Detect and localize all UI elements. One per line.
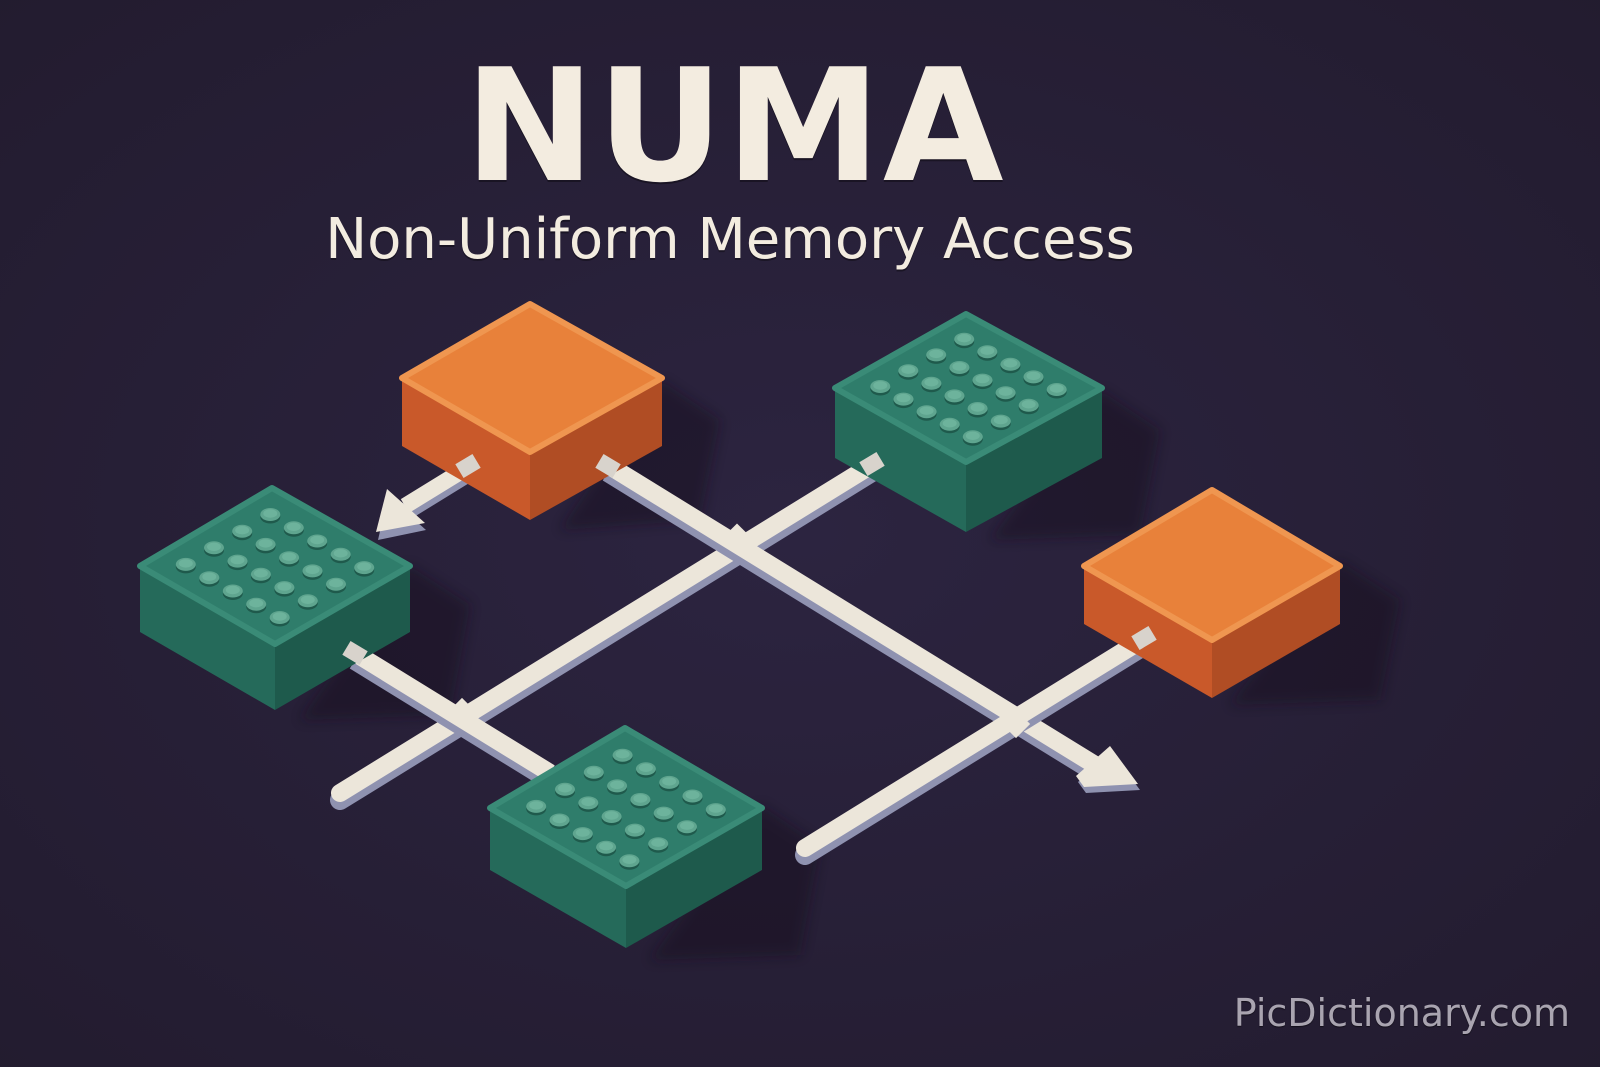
pin-icon bbox=[705, 803, 726, 819]
pin-icon bbox=[995, 386, 1016, 402]
pin-icon bbox=[967, 402, 988, 418]
pin-icon bbox=[648, 837, 669, 853]
pin-icon bbox=[260, 508, 281, 524]
pin-icon bbox=[199, 571, 220, 587]
pin-icon bbox=[954, 332, 975, 349]
pin-icon bbox=[653, 806, 674, 823]
pin-icon bbox=[549, 813, 570, 829]
pin-icon bbox=[572, 827, 593, 843]
pin-icon bbox=[1046, 383, 1067, 399]
connector-ports bbox=[342, 451, 1157, 666]
pin-icon bbox=[279, 551, 300, 567]
pin-icon bbox=[682, 789, 703, 805]
pin-icon bbox=[944, 389, 965, 405]
block-side-right bbox=[1212, 566, 1340, 698]
pin-icon bbox=[227, 554, 248, 571]
pin-icon bbox=[526, 799, 547, 816]
pin-icon bbox=[659, 775, 680, 792]
pin-icon bbox=[630, 793, 651, 809]
block-side-left bbox=[402, 378, 530, 520]
pin-icon bbox=[596, 840, 617, 857]
block-top bbox=[1081, 487, 1343, 643]
pin-icon bbox=[283, 521, 304, 537]
page-title: NUMA bbox=[464, 35, 1006, 217]
pin-icon bbox=[972, 373, 993, 390]
teal-block-bottom bbox=[487, 725, 765, 948]
pin-icon bbox=[870, 380, 891, 396]
block-side-right bbox=[966, 388, 1102, 532]
pin-icon bbox=[921, 376, 942, 393]
watermark: PicDictionary.com bbox=[1233, 991, 1570, 1035]
pin-icon bbox=[269, 611, 290, 627]
pin-icon bbox=[326, 577, 346, 594]
pin-icon bbox=[232, 524, 253, 541]
teal-block-top-right bbox=[832, 311, 1105, 532]
pin-icon bbox=[926, 348, 947, 364]
pin-icon bbox=[893, 392, 914, 409]
teal-block-left bbox=[137, 485, 413, 710]
pin-icon bbox=[307, 534, 328, 550]
pin-icon bbox=[898, 364, 919, 380]
arrowhead-left-face bbox=[376, 489, 425, 532]
pin-icon bbox=[607, 779, 628, 795]
block-side-right bbox=[530, 378, 662, 520]
block-top bbox=[832, 311, 1105, 465]
block-side-left bbox=[140, 566, 275, 710]
orange-block-top-left bbox=[399, 301, 665, 520]
pin-icon bbox=[977, 345, 998, 361]
pin-icon bbox=[677, 820, 697, 836]
pin-icon bbox=[354, 561, 375, 577]
pin-icon bbox=[990, 414, 1011, 431]
block-side-left bbox=[490, 808, 626, 948]
pin-icon bbox=[1000, 357, 1021, 374]
crossing-right bbox=[1001, 709, 1031, 739]
pin-icon bbox=[962, 430, 983, 446]
arrowhead-bottom-right-face bbox=[1076, 746, 1138, 787]
block-top bbox=[487, 725, 765, 889]
pin-icon bbox=[302, 564, 323, 580]
pin-icon bbox=[578, 796, 599, 812]
pin-icon bbox=[330, 547, 351, 564]
pin-icon bbox=[624, 823, 645, 840]
pin-icon bbox=[274, 581, 295, 597]
pin-icon bbox=[583, 765, 604, 782]
pin-icon bbox=[555, 782, 575, 799]
pin-icon bbox=[601, 810, 622, 826]
block-side-right bbox=[275, 566, 410, 710]
connectors bbox=[330, 454, 1155, 865]
block-side-left bbox=[835, 388, 966, 532]
pin-icon bbox=[1023, 370, 1044, 386]
crossing-left bbox=[447, 697, 477, 727]
pin-icon bbox=[939, 417, 960, 434]
pin-icon bbox=[297, 594, 318, 610]
pin-icon bbox=[916, 405, 937, 421]
pin-icon bbox=[204, 541, 224, 557]
pin-icon bbox=[175, 557, 196, 574]
pin-icon bbox=[255, 537, 276, 554]
pin-icon bbox=[612, 748, 633, 765]
pin-icon bbox=[619, 854, 640, 870]
page-subtitle: Non-Uniform Memory Access bbox=[325, 207, 1135, 272]
pin-icon bbox=[246, 597, 267, 614]
connector-orange-right-to-bottom-center bbox=[795, 629, 1155, 865]
pin-icon bbox=[250, 567, 271, 584]
pin-icon bbox=[635, 762, 656, 778]
pin-icon bbox=[1018, 398, 1039, 415]
pin-icon bbox=[949, 361, 970, 377]
block-top bbox=[399, 301, 665, 455]
block-side-right bbox=[626, 808, 762, 948]
pin-icon bbox=[222, 584, 243, 600]
connector-teal-top-right-to-bottom-left bbox=[330, 454, 885, 810]
block-top bbox=[137, 485, 413, 647]
